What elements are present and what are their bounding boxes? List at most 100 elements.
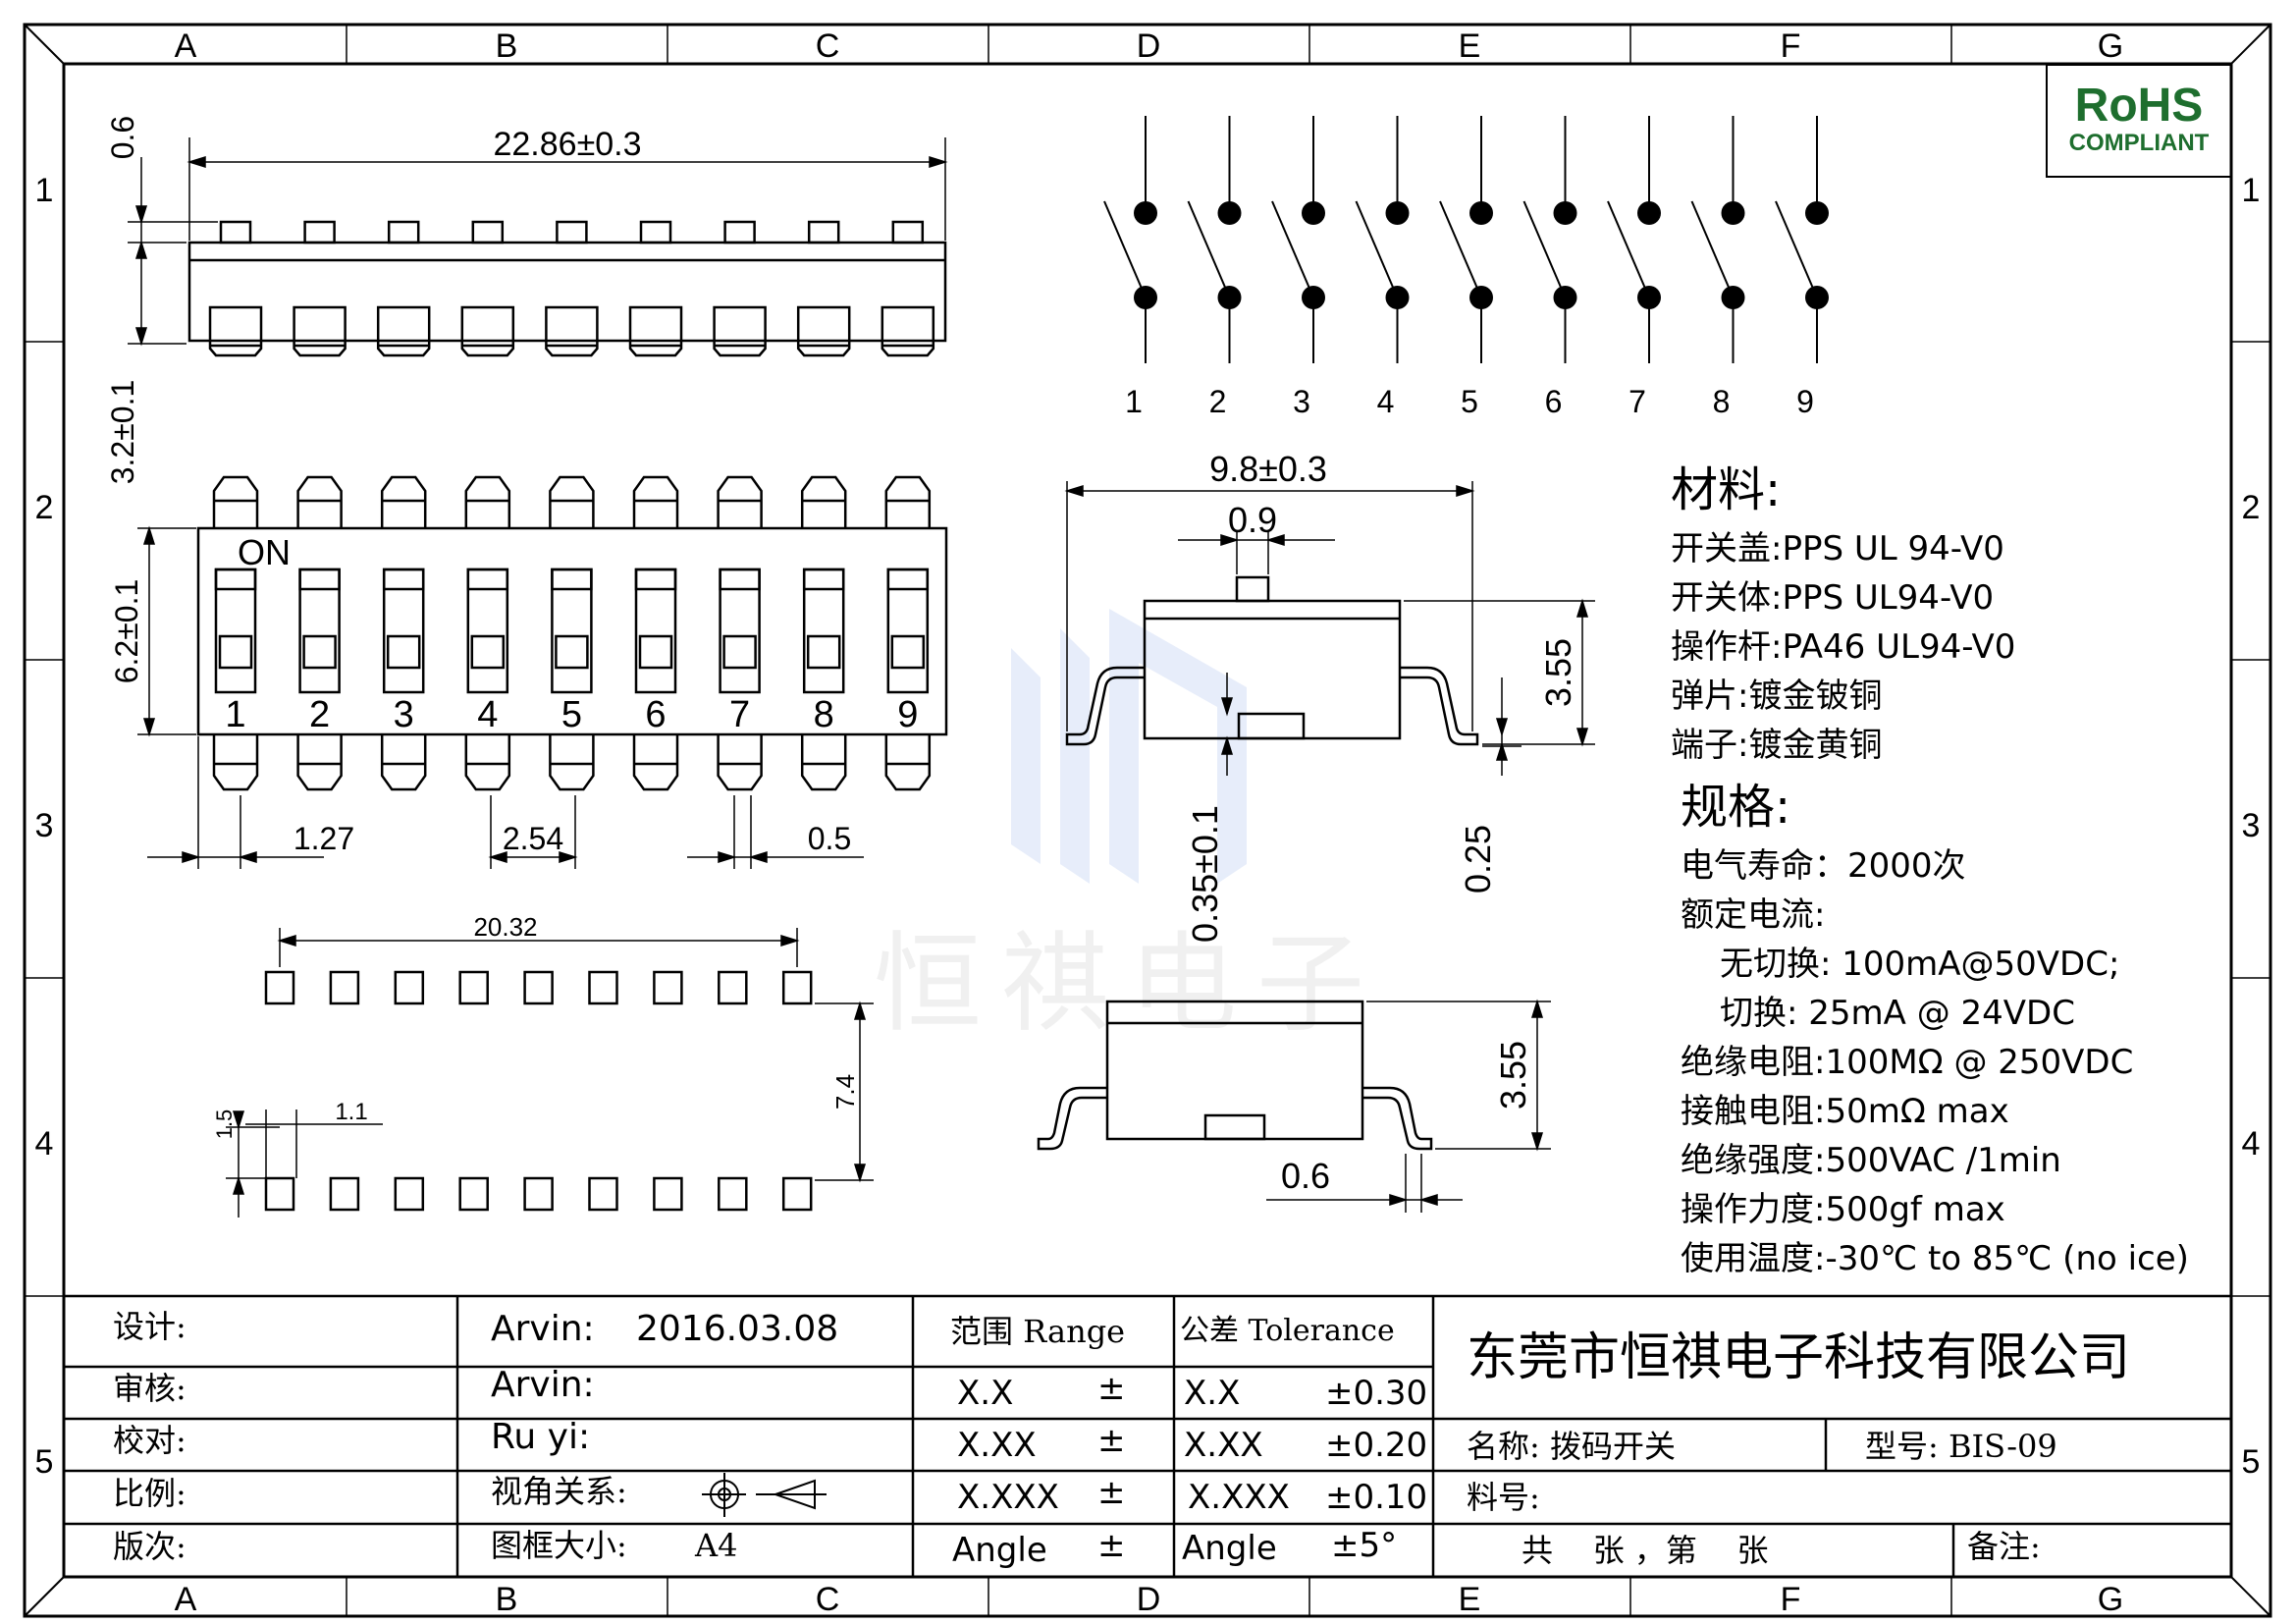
switch-top-pin bbox=[800, 475, 847, 528]
front-view-dimensions bbox=[137, 525, 864, 869]
switch-slot-top bbox=[466, 568, 509, 591]
front-view bbox=[196, 475, 948, 791]
watermark-logo: 恒祺电子 bbox=[874, 609, 1364, 1047]
schematic-contact-top bbox=[1385, 201, 1410, 225]
row-label-5-right: 5 bbox=[2242, 1443, 2261, 1481]
footprint-pad-bottom bbox=[588, 1176, 618, 1212]
specs-item-3: 无切换: 100mA@50VDC; bbox=[1720, 945, 2119, 984]
col-label-d-top: D bbox=[1137, 27, 1161, 65]
switch-number: 2 bbox=[309, 694, 330, 735]
col-label-c-bottom: C bbox=[816, 1581, 840, 1618]
specs-item-8: 操作力度:500gf max bbox=[1681, 1190, 2005, 1229]
switch-actuator bbox=[722, 634, 757, 670]
top-pin bbox=[891, 220, 925, 244]
dim-width: 9.8±0.3 bbox=[1209, 449, 1327, 489]
switch-slot-top bbox=[886, 568, 930, 591]
schematic-contact-bottom bbox=[1134, 286, 1157, 309]
row-label-3-left: 3 bbox=[35, 807, 54, 844]
switch-actuator bbox=[555, 634, 589, 670]
switch-number: 4 bbox=[477, 694, 498, 735]
tolerance-format-3: X.XXX bbox=[1188, 1478, 1290, 1517]
dim-pad-width: 1.1 bbox=[335, 1099, 367, 1125]
switch-bottom-pin bbox=[800, 734, 847, 791]
specs-item-4: 切换: 25mA @ 24VDC bbox=[1720, 994, 2075, 1033]
footprint-pad-bottom bbox=[718, 1176, 748, 1212]
schematic-contact-top bbox=[1721, 201, 1745, 225]
footprint-pad-top bbox=[394, 970, 425, 1005]
col-label-d-bottom: D bbox=[1137, 1581, 1161, 1618]
dim-height-2: 3.55 bbox=[1493, 1041, 1533, 1110]
top-lead bbox=[293, 305, 347, 357]
top-view bbox=[187, 220, 947, 357]
tolerance-format-4: Angle bbox=[1182, 1529, 1277, 1568]
schematic-switch-arm bbox=[1522, 200, 1567, 298]
range-row-3: X.XXX bbox=[957, 1478, 1059, 1517]
schematic-pin-number: 8 bbox=[1713, 384, 1731, 419]
label-reviewer: 审核: bbox=[113, 1370, 187, 1407]
footprint-pad-top bbox=[523, 970, 554, 1005]
schematic-contact-top bbox=[1134, 201, 1157, 225]
footprint-pad-top bbox=[653, 970, 683, 1005]
dim-edge: 1.27 bbox=[294, 821, 354, 856]
switch-actuator bbox=[806, 634, 841, 670]
switch-number: 3 bbox=[394, 694, 414, 735]
footprint-pad-bottom bbox=[653, 1176, 683, 1212]
switch-actuator bbox=[302, 634, 337, 670]
row-label-3-right: 3 bbox=[2242, 807, 2261, 844]
specs-heading: 规格: bbox=[1681, 780, 1790, 835]
schematic-switch-arm bbox=[1439, 200, 1482, 298]
dim-span: 20.32 bbox=[473, 912, 537, 942]
dim-row-spacing: 7.4 bbox=[830, 1074, 860, 1110]
col-label-a-bottom: A bbox=[175, 1581, 197, 1618]
row-label-1-left: 1 bbox=[35, 172, 54, 209]
switch-bottom-pin bbox=[464, 734, 511, 791]
footprint-pad-top bbox=[588, 970, 618, 1005]
col-label-g-top: G bbox=[2098, 27, 2123, 65]
frame-size-value: A4 bbox=[694, 1527, 737, 1564]
schematic-pin-number: 7 bbox=[1629, 384, 1646, 419]
switch-top-pin bbox=[884, 475, 932, 528]
footprint-pad-top bbox=[329, 970, 360, 1005]
schematic-contact-top bbox=[1553, 201, 1577, 225]
part-name: 名称: 拨码开关 bbox=[1467, 1428, 1676, 1465]
schematic-contact-bottom bbox=[1553, 286, 1577, 309]
switch-number: 9 bbox=[897, 694, 918, 735]
plus-minus-2: ± bbox=[1097, 1421, 1126, 1460]
schematic-contact-bottom bbox=[1469, 286, 1493, 309]
materials-item-1: 开关盖:PPS UL 94-V0 bbox=[1671, 529, 2004, 568]
switch-slot-top bbox=[719, 568, 761, 591]
side-view-2 bbox=[1037, 1000, 1433, 1151]
col-label-f-top: F bbox=[1781, 27, 1801, 65]
switch-bottom-pin bbox=[296, 734, 343, 791]
dim-pin-height: 0.6 bbox=[105, 116, 140, 159]
footprint-pad-top bbox=[264, 970, 295, 1005]
specs-item-6: 接触电阻:50mΩ max bbox=[1681, 1092, 2009, 1131]
plus-minus-3: ± bbox=[1097, 1473, 1126, 1512]
switch-number: 6 bbox=[645, 694, 666, 735]
materials-item-5: 端子:镀金黄铜 bbox=[1671, 726, 1882, 765]
footprint-pad-top bbox=[718, 970, 748, 1005]
schematic-switch-arm bbox=[1187, 200, 1231, 298]
title-block-text: 设计: 审核: 校对: 比例: 版次: Arvin: 2016.03.08 Ar… bbox=[113, 1308, 2130, 1570]
materials-item-3: 操作杆:PA46 UL94-V0 bbox=[1671, 627, 2015, 667]
schematic-pin-number: 3 bbox=[1293, 384, 1310, 419]
specs-section: 规格: 电气寿命：2000次 额定电流: 无切换: 100mA@50VDC; 切… bbox=[1681, 780, 2189, 1278]
row-label-2-left: 2 bbox=[35, 489, 54, 526]
top-lead bbox=[545, 305, 599, 357]
range-row-2: X.XX bbox=[957, 1426, 1037, 1465]
switch-slot-top bbox=[298, 568, 341, 591]
dim-pin-width: 0.5 bbox=[808, 821, 851, 856]
checker-name: Ru yi: bbox=[491, 1417, 590, 1457]
top-pin bbox=[387, 220, 420, 244]
switch-bottom-pin bbox=[884, 734, 932, 791]
tolerance-value-3: ±0.10 bbox=[1325, 1478, 1427, 1517]
switch-top-pin bbox=[464, 475, 511, 528]
switch-number: 5 bbox=[561, 694, 582, 735]
switch-actuator bbox=[386, 634, 421, 670]
switch-top-pin bbox=[632, 475, 679, 528]
range-row-1: X.X bbox=[957, 1374, 1013, 1413]
label-checker: 校对: bbox=[113, 1422, 187, 1459]
schematic-switch-arm bbox=[1775, 200, 1818, 298]
